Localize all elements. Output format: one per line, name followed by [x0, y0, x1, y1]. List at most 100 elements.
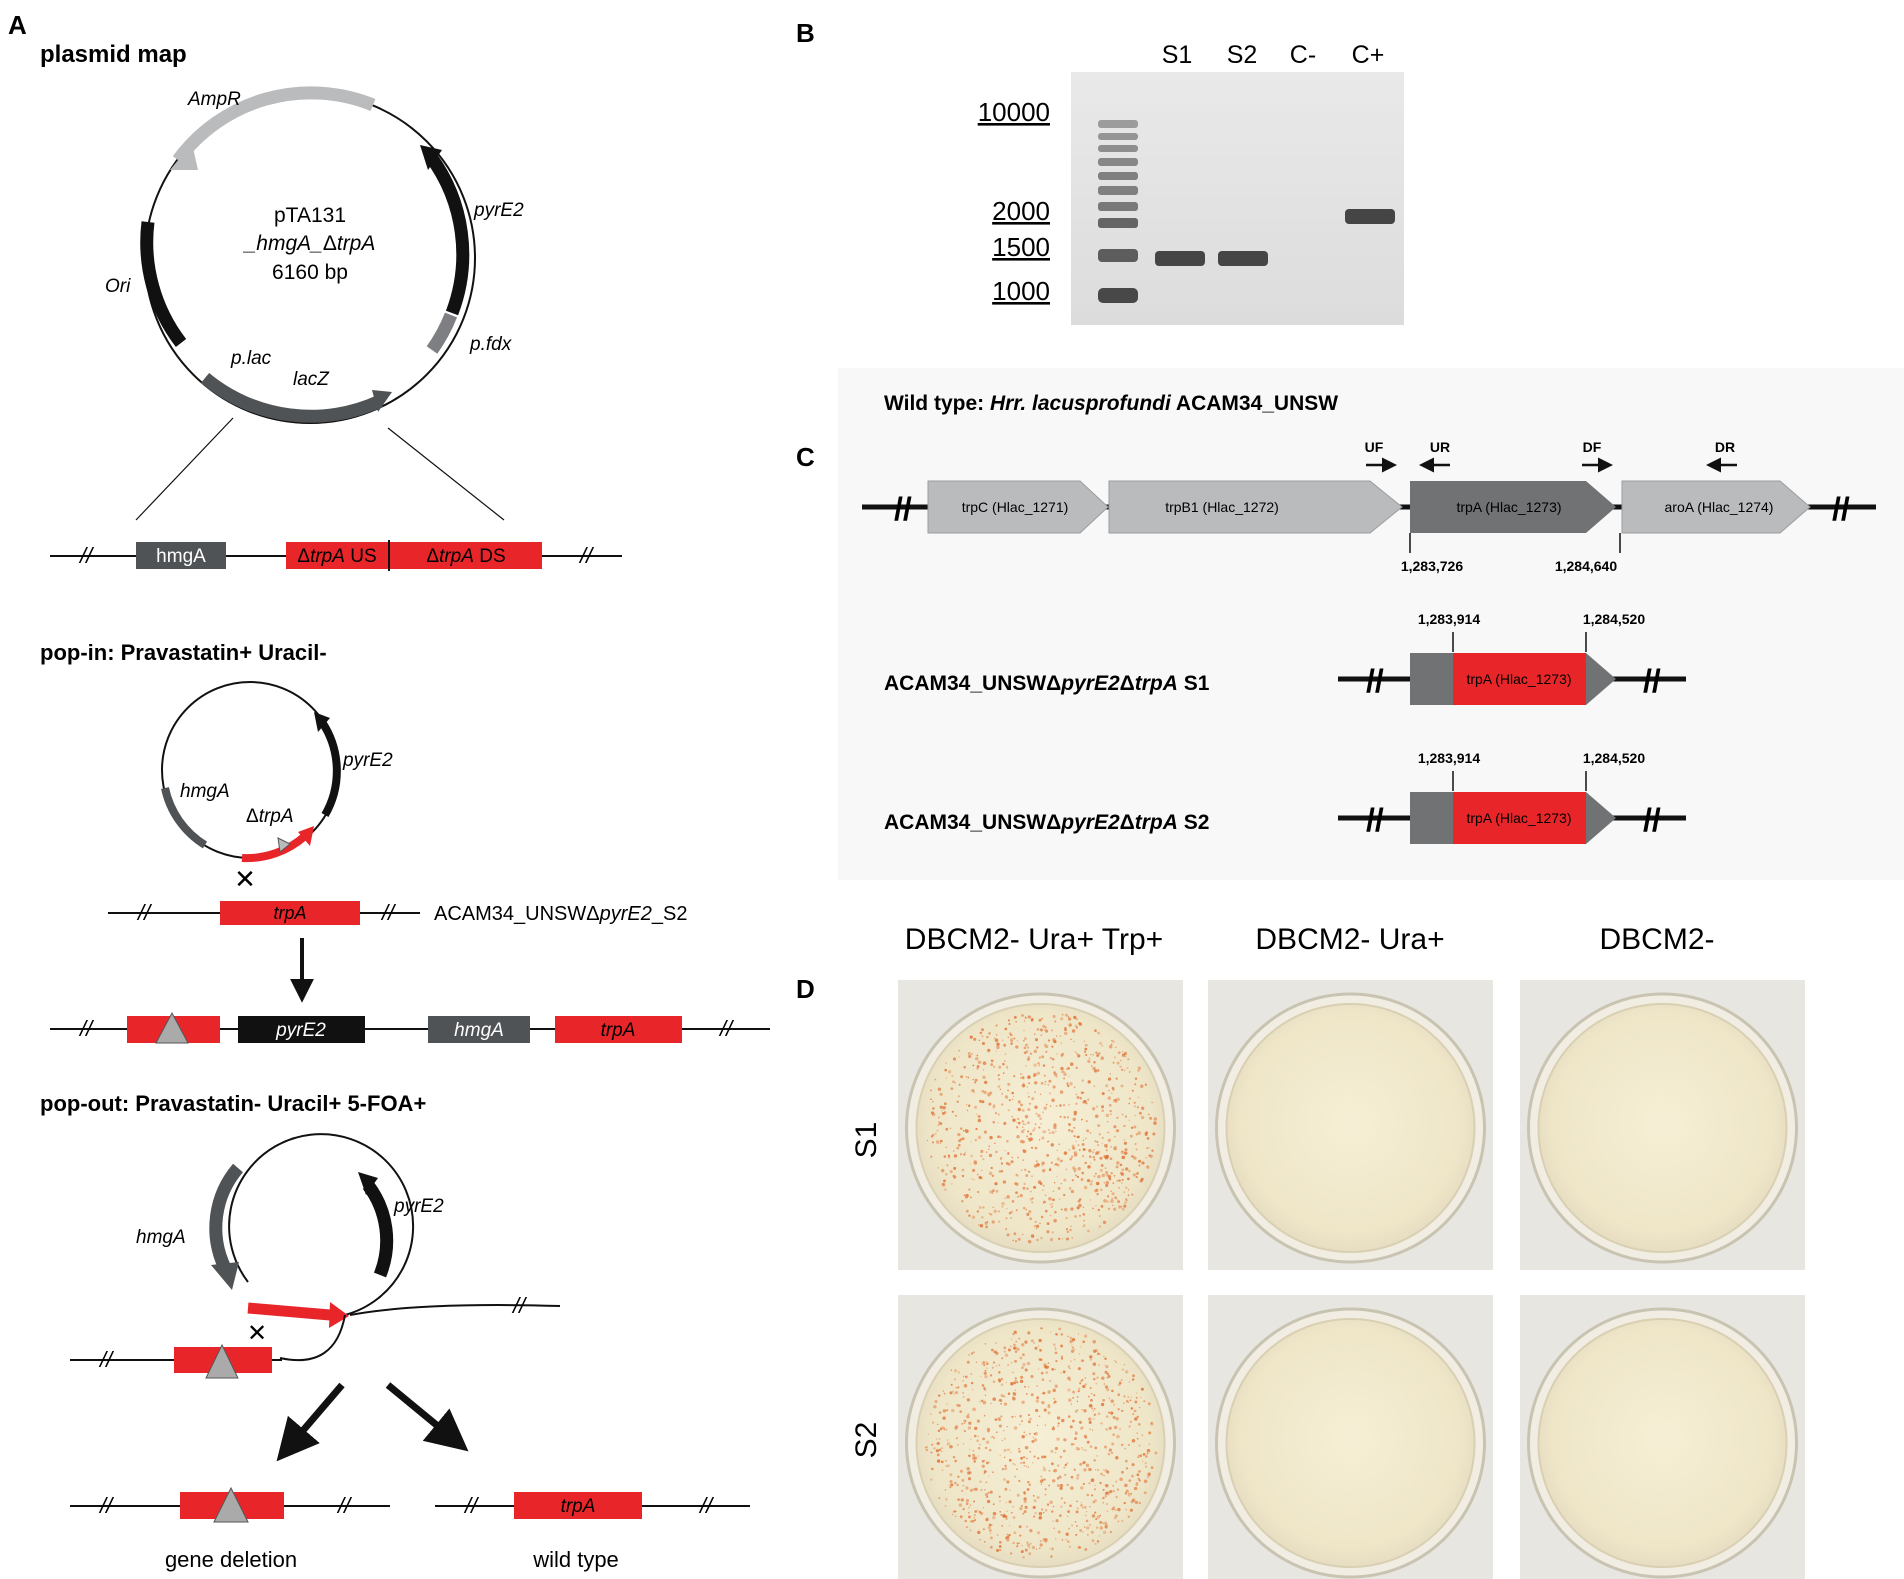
- primer-dr-label: DR: [1715, 439, 1735, 455]
- mutant-s2: 1,283,914 1,284,520 // // trpA (Hlac_127…: [884, 750, 1686, 844]
- outcome-arrow-left: [276, 1382, 345, 1462]
- lane-label-s2: S2: [1227, 41, 1258, 69]
- break-mark: //: [336, 1493, 352, 1518]
- ladder-band: [1098, 202, 1138, 211]
- trpa-us-box: [286, 542, 388, 569]
- wt-coord-end: 1,284,640: [1555, 558, 1617, 574]
- gene-aroa: [1621, 480, 1811, 534]
- integrated-hmga-label: hmgA: [454, 1020, 504, 1041]
- pyre2-arrowhead: [420, 145, 442, 170]
- wildtype-trpa-box: [514, 1492, 642, 1519]
- ladder-label-1000: 1000: [992, 276, 1050, 306]
- break-mark: //: [78, 543, 94, 568]
- ampr-arrowhead: [170, 143, 198, 170]
- lane-label-c-minus: C-: [1290, 41, 1316, 69]
- ladder-band: [1098, 288, 1138, 303]
- wildtype-trpa-label: trpA: [561, 1496, 596, 1517]
- plasmid-map-title: plasmid map: [40, 41, 187, 68]
- panel-c-background: [838, 368, 1904, 880]
- gene-trpa: [1410, 481, 1616, 533]
- popout-chromosome: //: [70, 1343, 282, 1379]
- popin-pyre2-arrowhead: [314, 712, 330, 732]
- primer-df-label: DF: [1583, 439, 1602, 455]
- break-mark: //: [718, 1016, 734, 1041]
- ladder-band: [1098, 172, 1138, 180]
- integrated-chromosome: // // pyrE2 hmgA trpA: [50, 1011, 770, 1044]
- popin-trpa-arrowhead: [298, 826, 314, 846]
- ladder-label-2000: 2000: [992, 196, 1050, 226]
- break-mark: //: [98, 1347, 114, 1372]
- popout-backbone: [228, 1133, 415, 1316]
- gel-image: [1071, 72, 1404, 325]
- lane-label-c-plus: C+: [1352, 41, 1385, 69]
- integrated-deletion-marker: [155, 1011, 189, 1044]
- hmga-box: [136, 542, 226, 569]
- wild-type-title: Wild type: Hrr. lacusprofundi ACAM34_UNS…: [884, 392, 1338, 415]
- row-label-s1: S1: [850, 1122, 883, 1159]
- integrated-trpa-box: [555, 1016, 682, 1043]
- panel-a: A plasmid map AmpR pTA131 _hmgA_ΔtrpA 61…: [8, 10, 770, 1572]
- outcome-arrow-right: [385, 1382, 469, 1452]
- panel-b: B S1 S2 C- C+ 10000 2000 1500 1000: [796, 18, 1404, 325]
- break-mark: //: [78, 1016, 94, 1041]
- popout-hmga-arrowhead: [211, 1262, 239, 1290]
- panel-d-letter: D: [796, 974, 815, 1004]
- popout-trpa-arrowhead: [329, 1302, 349, 1328]
- break-mark: //: [894, 491, 912, 527]
- pyre2-arc: [425, 153, 470, 316]
- ladder-band: [1098, 120, 1138, 128]
- integrated-trpa-label: trpA: [601, 1020, 636, 1041]
- mutant-s1-coord-end: 1,284,520: [1583, 611, 1645, 627]
- trpa-us-label: ΔtrpA US: [297, 546, 376, 567]
- wt-coord-start: 1,283,726: [1401, 558, 1463, 574]
- break-mark: //: [511, 1293, 527, 1318]
- popin-pyre2-arc: [318, 719, 341, 818]
- band-c-plus: [1345, 209, 1395, 224]
- petri-dish-agar: [1537, 1318, 1788, 1568]
- popout-hmga-label: hmgA: [136, 1227, 186, 1248]
- break-mark: //: [380, 900, 396, 925]
- popout-trpa-arrow-body: [247, 1302, 331, 1321]
- colony-growth: [926, 1013, 1158, 1244]
- break-mark: //: [1366, 663, 1384, 699]
- outcome-wildtype: // // trpA wild type: [435, 1492, 750, 1572]
- popin-hmga-label: hmgA: [180, 781, 230, 802]
- popin-pyre2-label: pyrE2: [342, 750, 393, 771]
- construct-map: // // hmgA ΔtrpA US ΔtrpA DS: [50, 540, 622, 571]
- break-mark: //: [698, 1493, 714, 1518]
- outcome-deletion: // // gene deletion: [70, 1486, 390, 1572]
- petri-dish-agar: [1225, 1318, 1476, 1568]
- popout-right-strand: [349, 1304, 561, 1316]
- popin-title: pop-in: Pravastatin+ Uracil-: [40, 640, 327, 665]
- mutant-s1-coord-start: 1,283,914: [1418, 611, 1480, 627]
- popout-pyre2-arrowhead: [358, 1172, 378, 1195]
- plasmid-name-line1: pTA131: [274, 204, 346, 227]
- crossover-mark: ✕: [247, 1320, 267, 1347]
- popin-strain-label: ACAM34_UNSWΔpyrE2_S2: [434, 903, 687, 925]
- mutant-s2-coord-start: 1,283,914: [1418, 750, 1480, 766]
- popin-trpa-box: [220, 901, 360, 925]
- gene-aroa-label: aroA (Hlac_1274): [1665, 499, 1774, 515]
- ladder-band: [1098, 186, 1138, 195]
- mutant-s1-deleted-region: [1453, 653, 1586, 705]
- trpa-ds-label: ΔtrpA DS: [426, 546, 505, 567]
- popout-pyre2-arc: [362, 1181, 394, 1278]
- mutant-s1-title: ACAM34_UNSWΔpyrE2ΔtrpA S1: [884, 672, 1210, 695]
- row-label-s2: S2: [850, 1422, 883, 1459]
- band-s1: [1155, 251, 1205, 266]
- ladder-label-1500: 1500: [992, 232, 1050, 262]
- panel-a-letter: A: [8, 10, 27, 40]
- wild-type-label: wild type: [532, 1547, 619, 1572]
- plasmid-size: 6160 bp: [272, 261, 348, 284]
- ladder-label-10000: 10000: [978, 97, 1050, 127]
- lacz-label: lacZ: [293, 369, 330, 390]
- zoom-line-right: [387, 427, 505, 521]
- plate-grid: [898, 980, 1805, 1579]
- integrated-pyre2-label: pyrE2: [275, 1020, 326, 1041]
- ladder-band: [1098, 249, 1138, 262]
- gene-trpb1-label: trpB1 (Hlac_1272): [1165, 499, 1279, 515]
- panel-c-letter: C: [796, 442, 815, 472]
- panel-b-letter: B: [796, 18, 815, 48]
- popin-hmga-arc: [161, 787, 208, 849]
